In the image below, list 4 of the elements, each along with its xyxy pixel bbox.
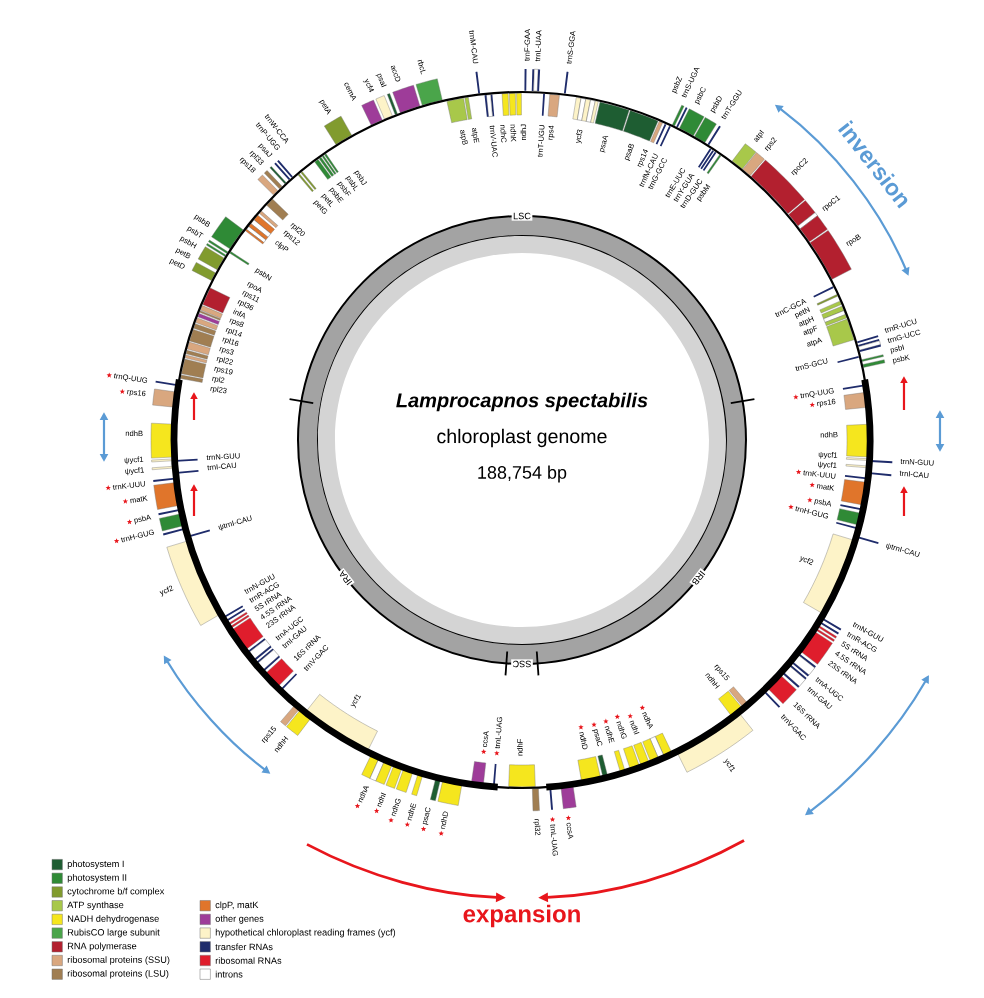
genome-label: chloroplast genome: [437, 428, 607, 448]
annotation-text: expansion: [463, 904, 580, 928]
species-name: Lamprocapnos spectabilis: [396, 392, 648, 412]
genome-size: 188,754 bp: [478, 465, 567, 483]
